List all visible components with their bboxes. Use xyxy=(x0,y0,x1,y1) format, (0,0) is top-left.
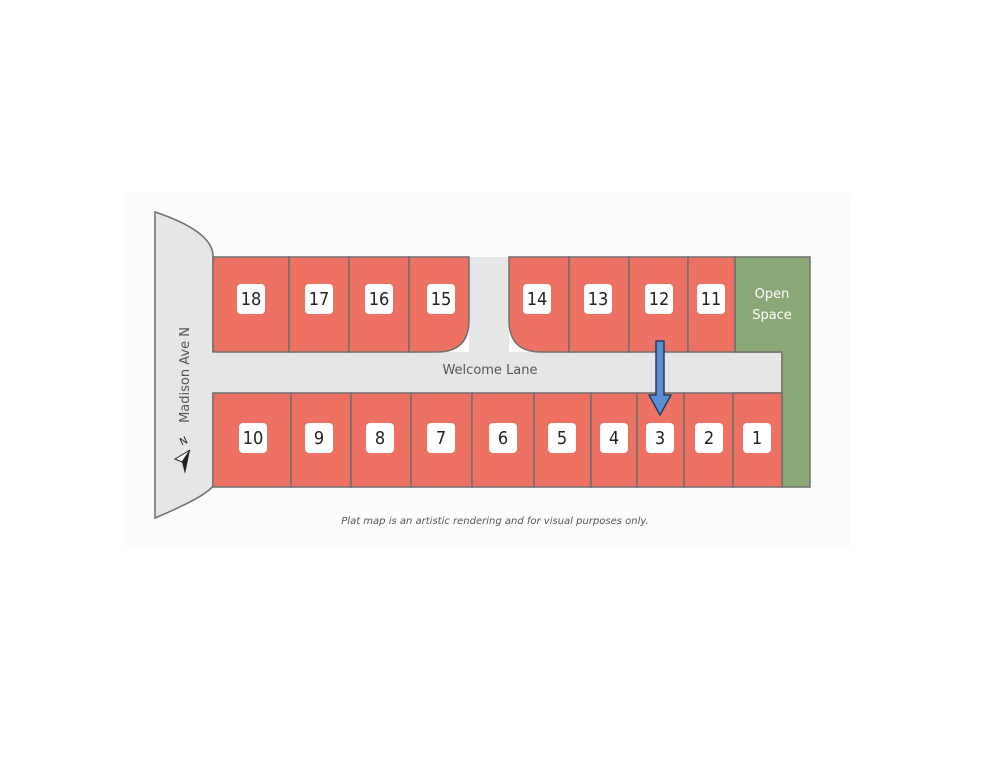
lot-7-label: 7 xyxy=(436,428,446,449)
lot-4-label: 4 xyxy=(609,428,619,449)
lot-12-badge xyxy=(645,284,673,314)
bottom-row-badges: 10 9 8 7 6 5 4 3 2 1 xyxy=(239,423,771,453)
lot-16-badge xyxy=(365,284,393,314)
lot-7-badge xyxy=(427,423,455,453)
lot-6-label: 6 xyxy=(498,428,508,449)
lot-2-badge xyxy=(695,423,723,453)
open-space-label-line1: Open xyxy=(755,287,790,302)
lot-3-badge xyxy=(646,423,674,453)
welcome-lane-label: Welcome Lane xyxy=(442,363,537,378)
top-row-badges: 18 17 16 15 14 13 12 11 xyxy=(237,284,725,314)
lot-1-badge xyxy=(743,423,771,453)
lot-5-label: 5 xyxy=(557,428,567,449)
lot-8-label: 8 xyxy=(375,428,385,449)
lot-18-label: 18 xyxy=(241,289,262,310)
lot-6-badge xyxy=(489,423,517,453)
lot-11-badge xyxy=(697,284,725,314)
lot-12-label: 12 xyxy=(649,289,670,310)
lot-14-badge xyxy=(523,284,551,314)
lot-15-label: 15 xyxy=(431,289,452,310)
lot-17-badge xyxy=(305,284,333,314)
lot-14-label: 14 xyxy=(527,289,548,310)
lot-9-badge xyxy=(305,423,333,453)
lot-10-badge xyxy=(239,423,267,453)
lot-18-badge xyxy=(237,284,265,314)
north-stub-road xyxy=(469,257,509,355)
north-arrow-icon-shade xyxy=(173,449,191,463)
lot-10-label: 10 xyxy=(243,428,264,449)
madison-ave-label: Madison Ave N xyxy=(178,327,193,423)
lot-17-label: 17 xyxy=(309,289,330,310)
lot-5-badge xyxy=(548,423,576,453)
north-letter: N xyxy=(178,435,189,448)
lot-4-badge xyxy=(600,423,628,453)
lot-3-pointer-arrow-icon xyxy=(648,340,672,416)
lot-1-parcel[interactable] xyxy=(732,392,783,488)
disclaimer-note: Plat map is an artistic rendering and fo… xyxy=(341,516,648,527)
north-indicator: N xyxy=(173,435,191,474)
welcome-lane-road xyxy=(210,352,782,393)
lot-9-label: 9 xyxy=(314,428,324,449)
lot-8-badge xyxy=(366,423,394,453)
open-space-label-line2: Space xyxy=(752,308,792,323)
lot-13-label: 13 xyxy=(588,289,609,310)
lot-8-parcel[interactable] xyxy=(350,392,412,488)
lot-11-label: 11 xyxy=(701,289,722,310)
lot-16-label: 16 xyxy=(369,289,390,310)
lot-2-label: 2 xyxy=(704,428,714,449)
lot-1-label: 1 xyxy=(752,428,762,449)
lot-3-label: 3 xyxy=(655,428,665,449)
lot-13-badge xyxy=(584,284,612,314)
lot-15-badge xyxy=(427,284,455,314)
